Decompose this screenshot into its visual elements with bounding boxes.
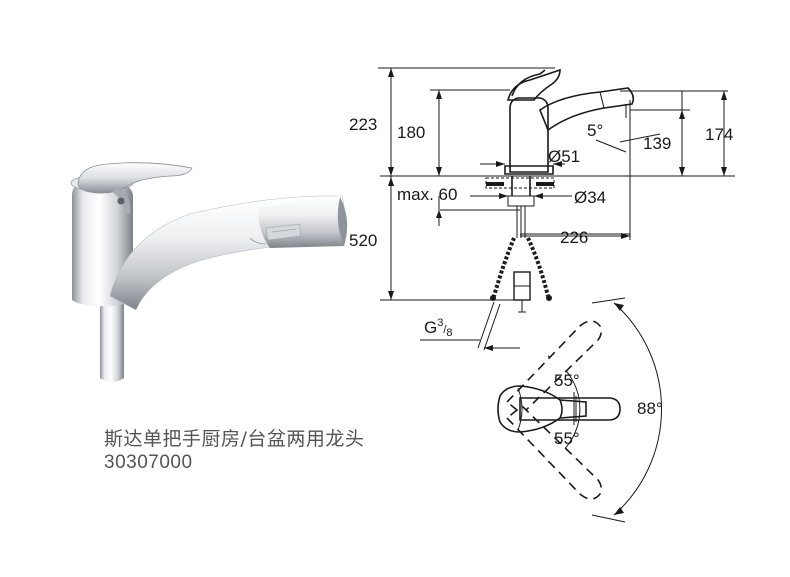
dim-thread-num: 3 [437, 317, 443, 329]
faucet-photo [70, 162, 348, 382]
dim-reach: 226 [560, 228, 588, 247]
dim-spout-swivel: 88° [637, 399, 663, 418]
dim-spout-height: 180 [397, 123, 425, 142]
dim-thread: G3/8 [424, 317, 453, 339]
dim-max-thickness: max. 60 [397, 185, 457, 204]
dim-thread-slash: / [443, 324, 447, 336]
dim-spout-angle: 5° [587, 121, 603, 140]
dim-total-outlet-height: 174 [705, 125, 733, 144]
dim-lower-length: 520 [349, 231, 377, 250]
product-name: 斯达单把手厨房/台盆两用龙头 [104, 428, 365, 450]
product-code: 30307000 [104, 452, 193, 473]
dim-total-height: 223 [349, 115, 377, 134]
side-view-drawing [378, 67, 735, 351]
dim-base-diameter: Ø51 [548, 147, 580, 166]
dim-spout-tip-height: 139 [643, 134, 671, 153]
dim-thread-main: G [424, 318, 437, 337]
dim-hole-diameter: Ø34 [574, 188, 606, 207]
dim-lever-swing-upper: 55° [554, 371, 580, 390]
top-view-drawing [497, 297, 662, 523]
dim-lever-swing-lower: 55° [554, 429, 580, 448]
dim-thread-den: 8 [446, 327, 452, 339]
